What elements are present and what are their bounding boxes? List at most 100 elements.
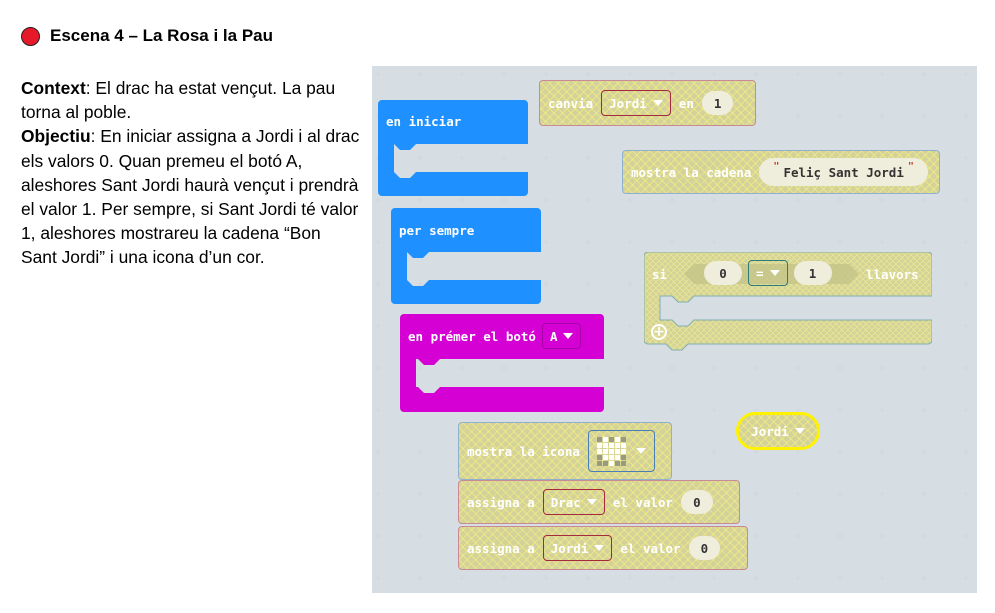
grid-cross xyxy=(837,491,843,497)
grid-cross xyxy=(921,71,927,77)
show-icon-block[interactable]: mostra la icona xyxy=(458,422,672,480)
set-jordi-label: assigna a xyxy=(467,540,535,556)
grid-cross xyxy=(417,71,423,77)
grid-cross xyxy=(417,491,423,497)
led-pixel xyxy=(614,454,620,460)
led-pixel xyxy=(620,442,626,448)
set-jordi-variable: Jordi xyxy=(550,540,589,556)
button-dropdown[interactable]: A xyxy=(541,323,582,349)
grid-cross xyxy=(795,491,801,497)
on-button-pressed-block[interactable]: en prémer el botó A xyxy=(400,314,604,412)
grid-cross xyxy=(753,365,759,371)
grid-cross xyxy=(879,197,885,203)
grid-cross xyxy=(921,113,927,119)
led-pixel xyxy=(602,448,608,454)
grid-cross xyxy=(837,575,843,581)
grid-cross xyxy=(543,575,549,581)
on-button-shape xyxy=(400,314,604,412)
show-string-block[interactable]: mostra la cadena " Feliç Sant Jordi " xyxy=(622,150,940,194)
grid-cross xyxy=(627,407,633,413)
set-jordi-variable-dropdown[interactable]: Jordi xyxy=(542,535,613,561)
led-pixel xyxy=(614,436,620,442)
grid-cross xyxy=(543,239,549,245)
grid-cross xyxy=(543,71,549,77)
led-pixel xyxy=(614,460,620,466)
button-value: A xyxy=(549,328,558,344)
grid-cross xyxy=(795,365,801,371)
change-label: canvia xyxy=(548,95,594,111)
scene-title: Escena 4 – La Rosa i la Pau xyxy=(21,26,273,46)
add-else-icon[interactable]: + xyxy=(651,324,667,340)
grid-cross xyxy=(879,113,885,119)
led-pixel xyxy=(596,436,602,442)
grid-cross xyxy=(921,575,927,581)
change-variable-name: Jordi xyxy=(609,95,647,111)
objective-label: Objectiu xyxy=(21,126,91,147)
grid-cross xyxy=(795,449,801,455)
change-variable-dropdown[interactable]: Jordi xyxy=(601,90,671,116)
change-value-input[interactable]: 1 xyxy=(701,91,734,115)
grid-cross xyxy=(711,575,717,581)
led-pixel xyxy=(596,442,602,448)
set-drac-value-input[interactable]: 0 xyxy=(681,490,713,514)
grid-cross xyxy=(795,239,801,245)
string-input[interactable]: " Feliç Sant Jordi " xyxy=(759,158,928,186)
set-drac-variable-dropdown[interactable]: Drac xyxy=(542,489,605,515)
grid-cross xyxy=(375,71,381,77)
operator-dropdown[interactable]: = xyxy=(748,260,788,286)
grid-cross xyxy=(585,71,591,77)
grid-cross xyxy=(963,323,969,329)
chevron-down-icon xyxy=(769,270,780,276)
operator-value: = xyxy=(756,265,764,281)
grid-cross xyxy=(501,197,507,203)
variable-reporter-jordi[interactable]: Jordi xyxy=(736,412,820,450)
if-then-block[interactable]: si 0 = 1 llavors + xyxy=(644,252,932,352)
grid-cross xyxy=(837,449,843,455)
led-pixel xyxy=(614,442,620,448)
on-start-label: en iniciar xyxy=(386,114,462,129)
grid-cross xyxy=(921,197,927,203)
led-pixel xyxy=(602,460,608,466)
set-jordi-value-label: el valor xyxy=(620,540,681,556)
on-start-block[interactable]: en iniciar xyxy=(378,100,528,196)
grid-cross xyxy=(585,155,591,161)
blocks-workspace[interactable]: en iniciar per sempre en prémer el botó … xyxy=(372,66,977,593)
led-pixel xyxy=(602,454,608,460)
change-by-label: en xyxy=(678,95,694,111)
led-pixel xyxy=(620,436,626,442)
compare-left-input[interactable]: 0 xyxy=(704,261,742,285)
grid-cross xyxy=(879,239,885,245)
reporter-variable-name: Jordi xyxy=(751,423,789,439)
grid-cross xyxy=(753,533,759,539)
change-variable-block[interactable]: canvia Jordi en 1 xyxy=(539,80,756,126)
context-label: Context xyxy=(21,78,86,98)
set-jordi-block[interactable]: assigna a Jordi el valor 0 xyxy=(458,526,748,570)
forever-label: per sempre xyxy=(399,223,475,238)
led-pixel xyxy=(596,454,602,460)
icon-dropdown[interactable] xyxy=(587,430,655,472)
grid-cross xyxy=(963,71,969,77)
grid-cross xyxy=(585,365,591,371)
led-pixel xyxy=(602,436,608,442)
led-pixel xyxy=(608,442,614,448)
led-pixel xyxy=(602,442,608,448)
grid-cross xyxy=(711,71,717,77)
set-drac-block[interactable]: assigna a Drac el valor 0 xyxy=(458,480,740,524)
grid-cross xyxy=(753,491,759,497)
grid-cross xyxy=(921,491,927,497)
if-label: si xyxy=(652,267,668,282)
grid-cross xyxy=(837,197,843,203)
grid-cross xyxy=(501,155,507,161)
grid-cross xyxy=(963,281,969,287)
grid-cross xyxy=(963,491,969,497)
grid-cross xyxy=(753,71,759,77)
grid-cross xyxy=(795,71,801,77)
compare-right-input[interactable]: 1 xyxy=(793,261,832,285)
grid-cross xyxy=(543,281,549,287)
grid-cross xyxy=(921,533,927,539)
then-label: llavors xyxy=(866,267,919,282)
forever-block[interactable]: per sempre xyxy=(391,208,541,304)
context-text: : El drac ha estat vençut. La pau torna … xyxy=(21,78,336,123)
led-pixel xyxy=(596,448,602,454)
set-jordi-value-input[interactable]: 0 xyxy=(688,536,721,560)
